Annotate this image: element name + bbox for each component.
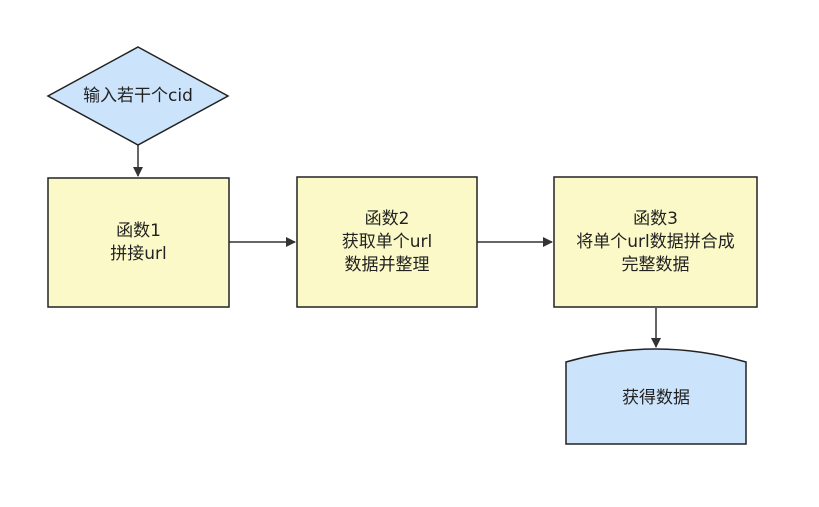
function-1-title: 函数1 bbox=[116, 220, 161, 241]
function-3-title: 函数3 bbox=[633, 208, 678, 229]
function-2-text: 函数2 获取单个url 数据并整理 bbox=[297, 177, 477, 307]
output-label: 获得数据 bbox=[622, 387, 690, 408]
function-2-title: 函数2 bbox=[364, 208, 410, 229]
function-2-desc-line-1: 获取单个url bbox=[341, 231, 433, 252]
input-diamond-label-wrap: 输入若干个cid bbox=[48, 47, 228, 145]
output-data-shape bbox=[565, 348, 747, 445]
function-3-desc-line-1: 将单个url数据拼合成 bbox=[576, 231, 735, 252]
output-text: 获得数据 bbox=[566, 352, 746, 444]
function-3-text: 函数3 将单个url数据拼合成 完整数据 bbox=[554, 177, 757, 307]
function-1-desc: 拼接url bbox=[110, 243, 167, 264]
function-1-box bbox=[47, 177, 230, 308]
input-diamond bbox=[46, 46, 230, 146]
function-2-desc-line-2: 数据并整理 bbox=[344, 254, 430, 275]
function-2-box bbox=[296, 176, 478, 308]
function-1-text: 函数1 拼接url bbox=[48, 178, 229, 307]
function-3-desc-line-2: 完整数据 bbox=[621, 254, 690, 275]
function-3-box bbox=[553, 176, 758, 308]
input-diamond-label: 输入若干个cid bbox=[83, 85, 193, 106]
